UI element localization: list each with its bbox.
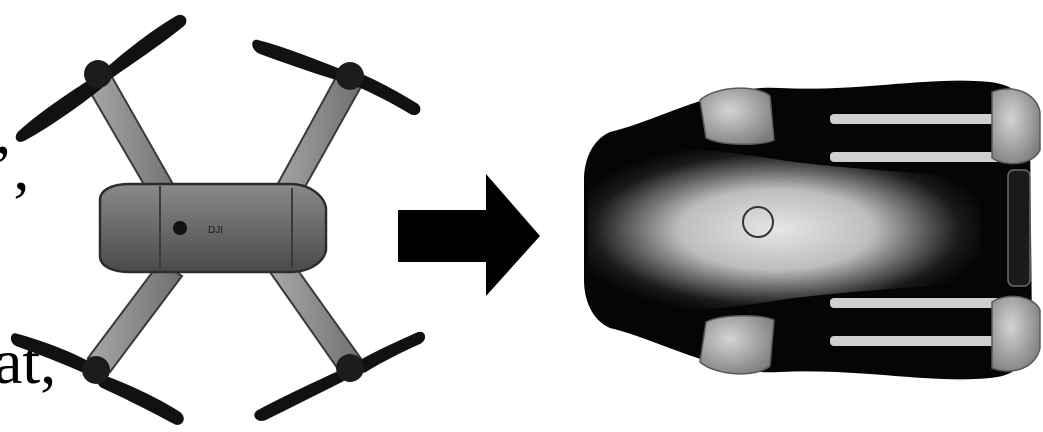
motor-rear-left-icon bbox=[82, 356, 110, 384]
motor-rear-right-icon bbox=[336, 354, 364, 382]
motor-front-right-icon bbox=[336, 62, 364, 90]
motor-front-left-icon bbox=[84, 60, 112, 88]
folded-arm-bar bbox=[830, 114, 1000, 124]
folded-motor-top-right-icon bbox=[992, 89, 1040, 164]
body-logo: DJI bbox=[208, 225, 223, 236]
drone-body: DJI bbox=[100, 184, 326, 272]
folded-motor-bottom-right-icon bbox=[992, 296, 1040, 371]
folded-arm-bar bbox=[830, 152, 1000, 162]
camera-lens-icon bbox=[173, 221, 187, 235]
transform-arrow-icon bbox=[398, 174, 540, 296]
folded-arm-bar bbox=[830, 336, 1000, 346]
folded-motor-bottom-left-icon bbox=[700, 316, 774, 374]
folded-motor-top-left-icon bbox=[700, 88, 774, 144]
drone-unfolded: DJI bbox=[11, 15, 425, 425]
drone-folded bbox=[584, 81, 1040, 380]
folded-arm-bar bbox=[830, 298, 1000, 308]
arm-rear-left bbox=[88, 262, 182, 372]
folded-rear-cap bbox=[1008, 170, 1030, 286]
